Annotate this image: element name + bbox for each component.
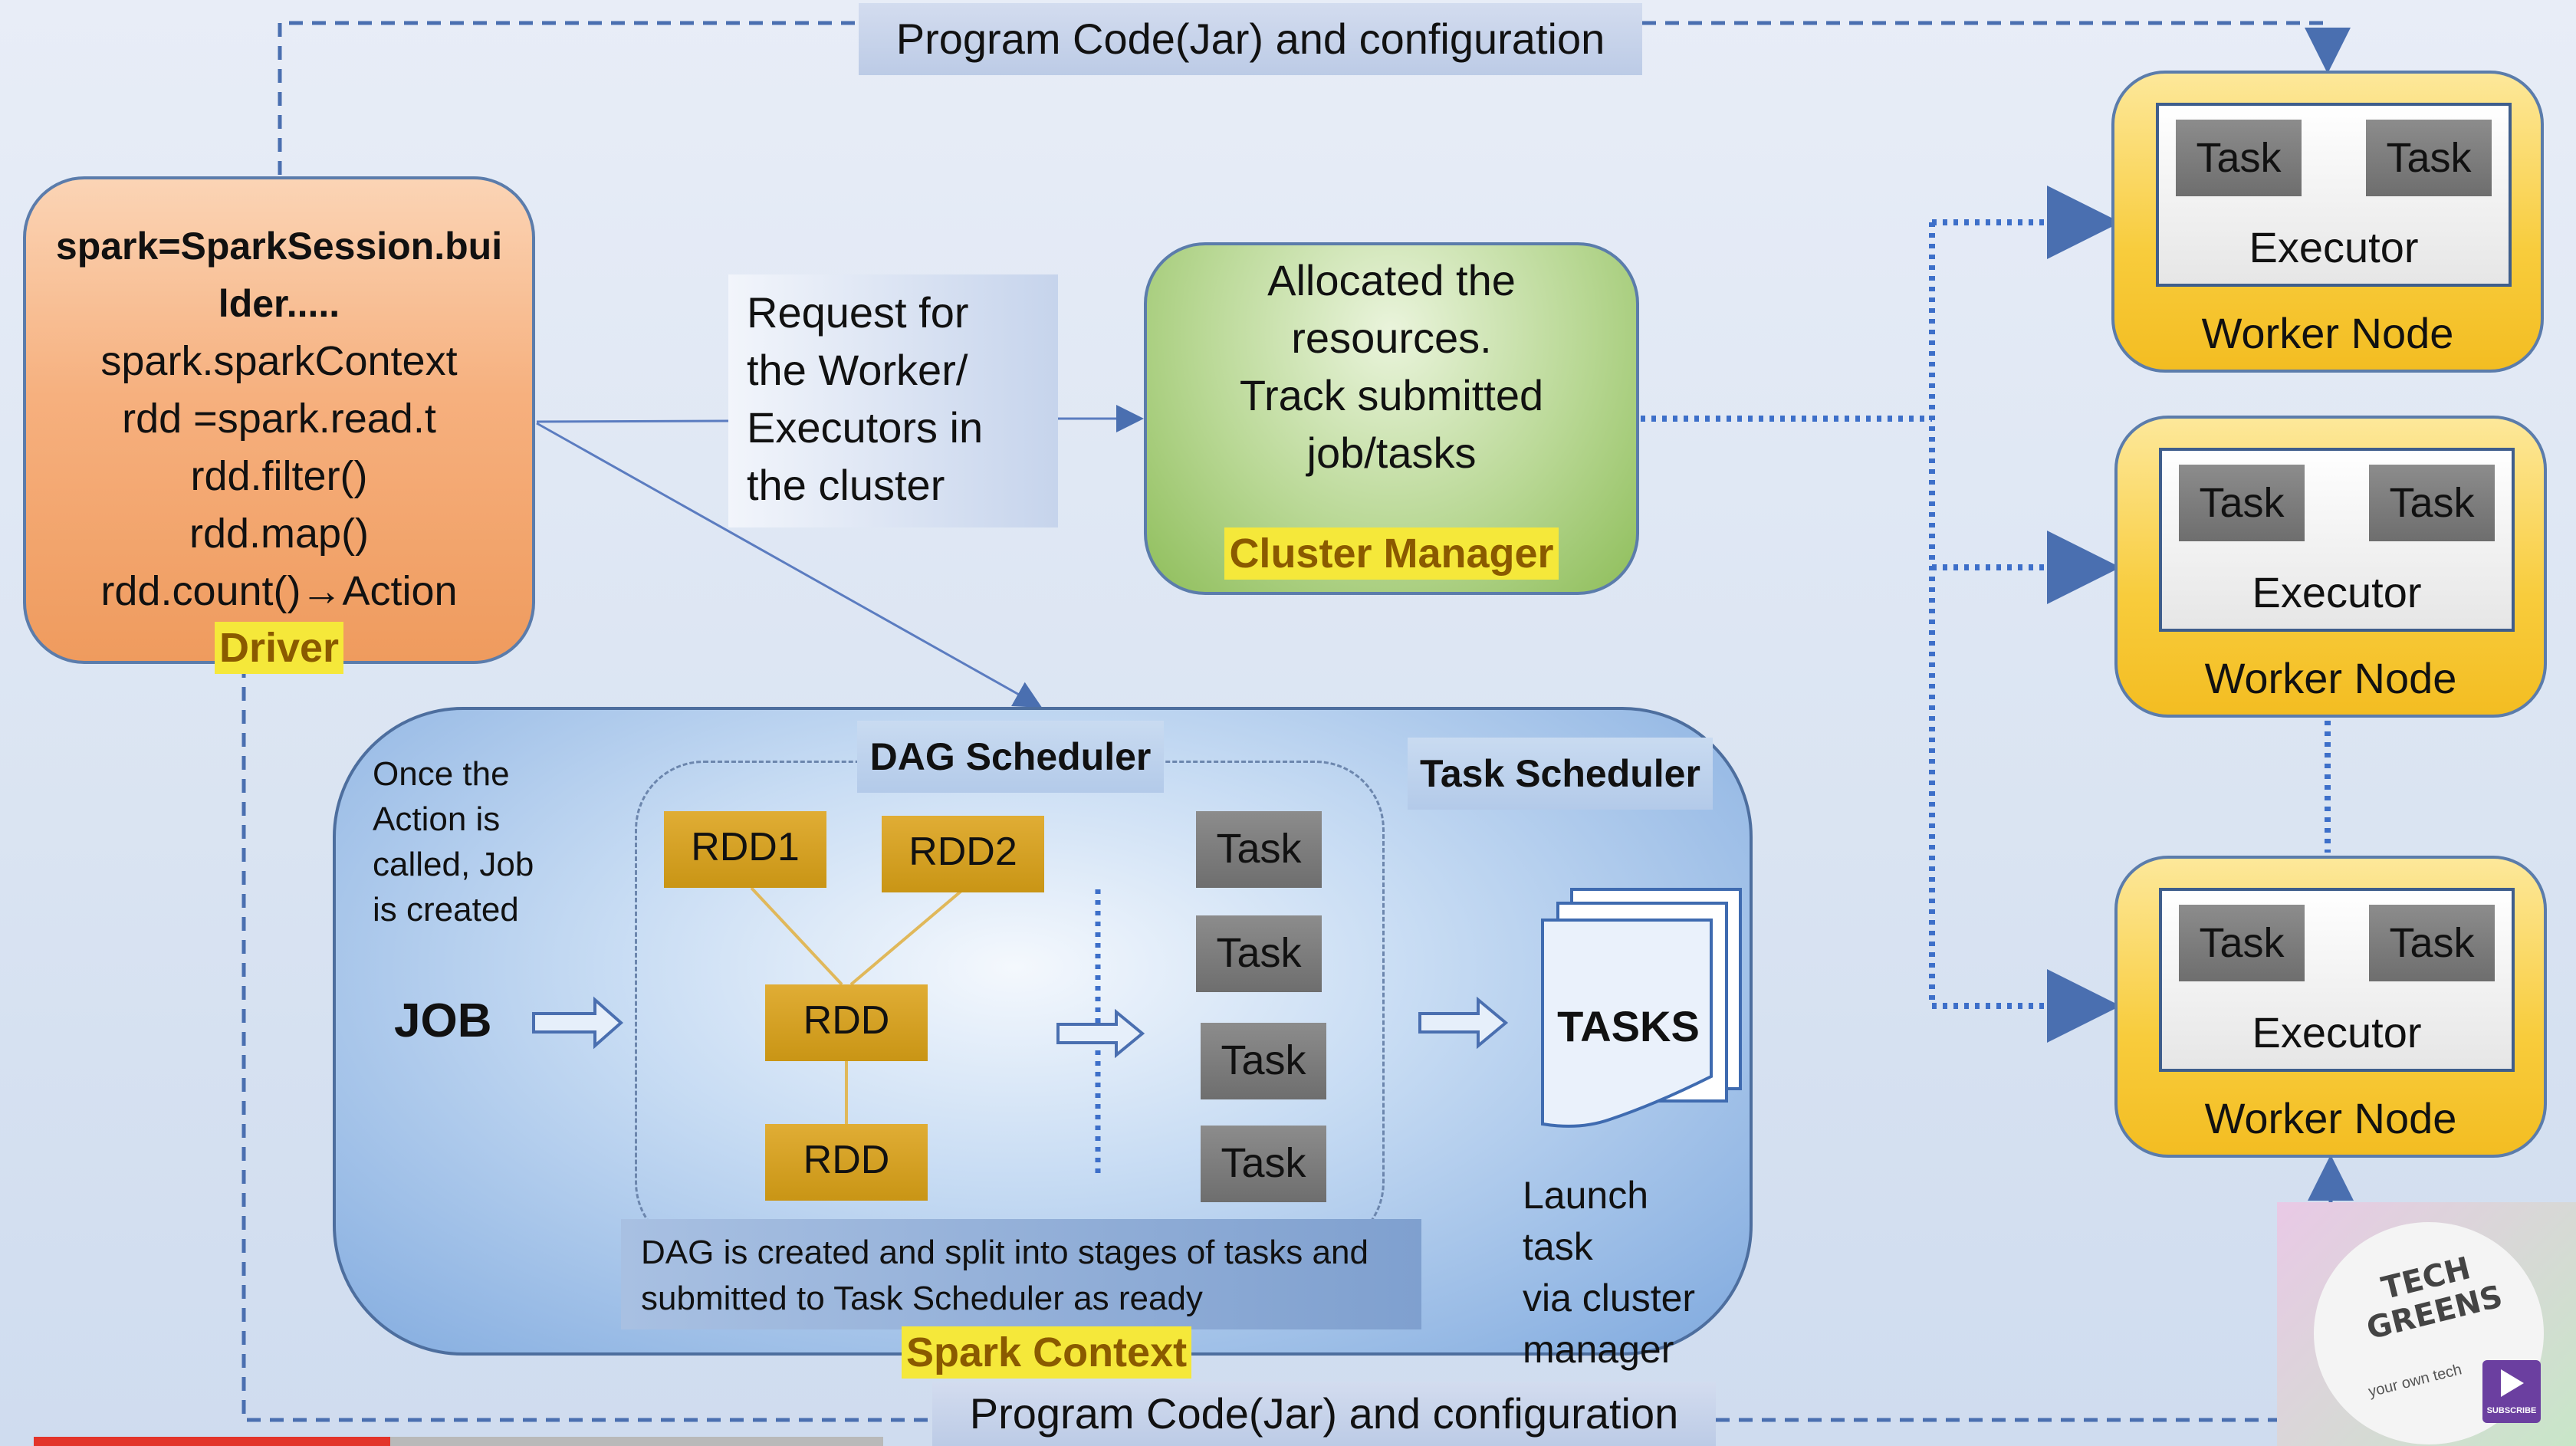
executor-label: Executor [2252,1008,2422,1057]
once-line: Once the [373,755,510,793]
driver-code-line: rdd.count()→Action [100,568,458,614]
executor-label: Executor [2249,223,2419,271]
worker-node: Task Task Executor Worker Node [2114,416,2547,718]
bottom-banner: Program Code(Jar) and configuration [932,1382,1716,1446]
launch-text: Launch task via cluster manager [1523,1170,1722,1375]
driver-code-line: spark=SparkSession.bui [55,225,503,268]
subscribe-label: SUBSCRIBE [2486,1406,2537,1415]
video-progress-track[interactable] [34,1437,883,1446]
stage-task: Task [1201,1023,1326,1099]
cluster-manager-box: Allocated the resources. Track submitted… [1144,242,1639,595]
once-line: is created [373,891,519,928]
rdd-node: RDD2 [882,816,1044,892]
worker-node-label: Worker Node [2204,654,2457,702]
worker-node-label: Worker Node [2204,1094,2457,1142]
stage-task: Task [1196,811,1322,888]
executor-label: Executor [2252,568,2422,616]
once-line: called, Job [373,846,534,883]
tasks-document [1541,919,1713,1128]
executor-box: Task Task Executor [2156,103,2512,287]
driver-code-line: lder..... [218,282,340,325]
worker-node: Task Task Executor Worker Node [2111,71,2544,373]
executor-task: Task [2179,465,2305,541]
video-progress-fill [34,1437,391,1446]
dag-arrow [1056,1008,1145,1059]
cm-line: job/tasks [1306,429,1477,477]
cm-to-workers-dotted [1641,222,1935,1006]
channel-logo: TECH GREENS your own tech SUBSCRIBE [2277,1202,2576,1446]
driver-to-sparkcontext-arrow [536,422,1043,708]
spark-context-label: Spark Context [902,1326,1192,1379]
cluster-manager-label: Cluster Manager [1224,527,1559,580]
scheduler-arrow [1418,996,1509,1050]
executor-task: Task [2369,905,2495,981]
executor-task: Task [2179,905,2305,981]
dag-note: DAG is created and split into stages of … [621,1219,1421,1329]
executor-box: Task Task Executor [2159,448,2515,632]
driver-code-line: rdd.map() [189,511,370,557]
worker-node: Task Task Executor Worker Node [2114,856,2547,1158]
top-banner: Program Code(Jar) and configuration [859,3,1642,75]
dag-scheduler-label: DAG Scheduler [857,721,1164,793]
subscribe-button[interactable]: SUBSCRIBE [2482,1360,2541,1423]
driver-code-line: rdd.filter() [190,453,368,499]
cm-line: Track submitted [1239,371,1544,419]
stage-task: Task [1196,915,1322,992]
driver-box: spark=SparkSession.bui lder..... spark.s… [23,176,535,674]
once-line: Action is [373,800,501,838]
spark-context-label-wrap: Spark Context [902,1326,1192,1379]
launch-line: via cluster [1523,1277,1696,1319]
note-line: submitted to Task Scheduler as ready [641,1280,1203,1317]
job-label: JOB [394,994,492,1047]
stage-task: Task [1201,1126,1326,1202]
note-line: DAG is created and split into stages of … [641,1234,1368,1271]
request-line: Request for [747,288,969,337]
driver-label: Driver [214,622,344,674]
driver-code-line: spark.sparkContext [100,338,458,384]
executor-task: Task [2369,465,2495,541]
driver-to-request-line [536,419,729,423]
once-text: Once the Action is called, Job is create… [373,751,549,932]
driver-code-line: rdd =spark.read.t [122,396,436,442]
request-line: the cluster [747,461,945,509]
executor-box: Task Task Executor [2159,888,2515,1072]
rdd-node: RDD1 [664,811,826,888]
job-arrow [532,996,624,1050]
rdd-node: RDD [765,984,928,1061]
worker-node-label: Worker Node [2201,309,2454,357]
task-scheduler-label: Task Scheduler [1408,738,1713,810]
play-icon [2501,1369,2524,1397]
request-line: Executors in [747,403,984,452]
request-note: Request for the Worker/ Executors in the… [728,274,1058,527]
cm-line: resources. [1291,314,1492,362]
launch-line: Launch task [1523,1174,1649,1268]
request-line: the Worker/ [747,346,968,394]
rdd-node: RDD [765,1124,928,1201]
top-dashed-connector [278,21,2328,175]
executor-task: Task [2366,120,2492,196]
tasks-document-label: TASKS [1557,1002,1700,1050]
cm-line: Allocated the [1267,256,1516,304]
executor-task: Task [2176,120,2302,196]
launch-line: manager [1523,1328,1674,1371]
